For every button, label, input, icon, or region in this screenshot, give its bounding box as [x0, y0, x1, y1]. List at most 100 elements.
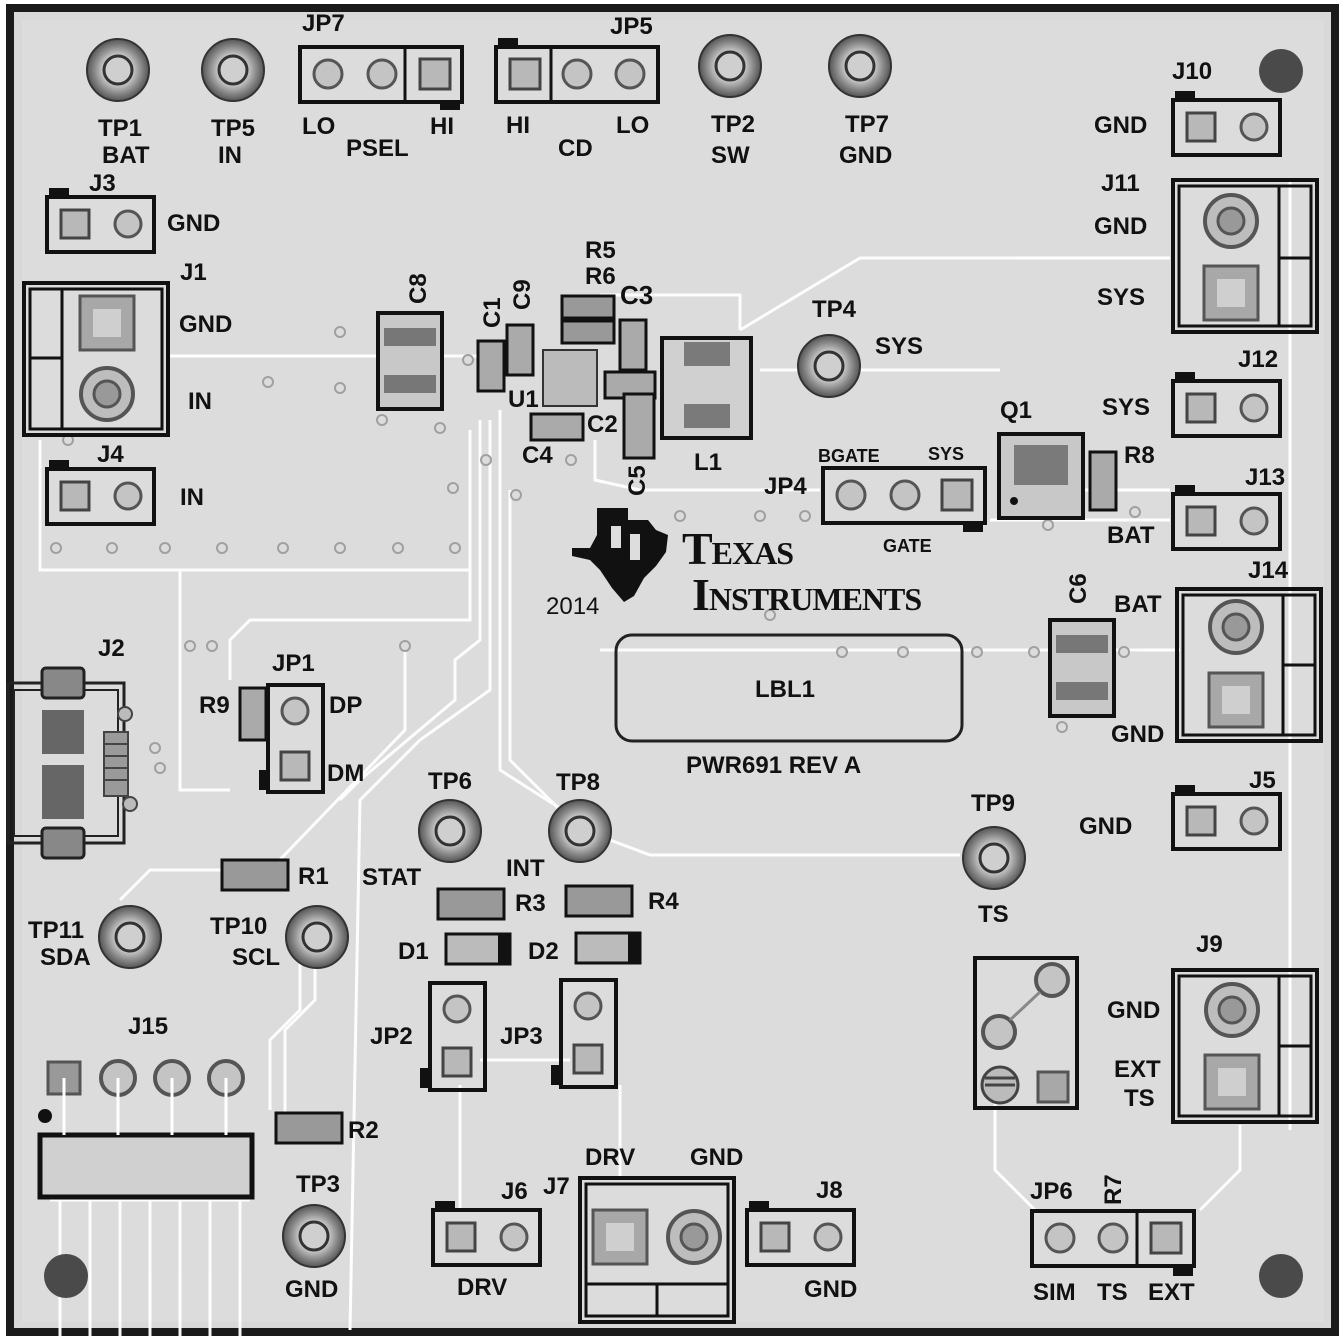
j7-drv-label: DRV [585, 1144, 635, 1171]
tp7-label: TP7 [845, 111, 889, 138]
j13-bat-label: BAT [1107, 522, 1155, 549]
j4-label: J4 [97, 441, 124, 468]
jp6-ext-label: EXT [1148, 1279, 1195, 1306]
usb-connector-j2 [6, 666, 138, 860]
jp6-sim-label: SIM [1033, 1279, 1076, 1306]
stat-label: STAT [362, 864, 421, 891]
j11-gnd-label: GND [1094, 213, 1147, 240]
trimmer-r7 [973, 956, 1079, 1110]
jp2-label: JP2 [370, 1023, 413, 1050]
tp4-label: TP4 [812, 296, 857, 323]
tp2-label: TP2 [711, 111, 755, 138]
j2-label: J2 [98, 635, 125, 662]
c6-label: C6 [1065, 573, 1092, 604]
u1-label: U1 [508, 386, 539, 413]
tp9-ts-label: TS [978, 901, 1009, 928]
tp5-label: TP5 [211, 115, 255, 142]
r5-label: R5 [585, 237, 616, 264]
board-revision: PWR691 REV A [686, 752, 861, 779]
j3-label: J3 [89, 170, 116, 197]
r3-label: R3 [515, 890, 546, 917]
j9-ts-label: TS [1124, 1085, 1155, 1112]
jp5-label: JP5 [610, 13, 653, 40]
header-j15 [37, 1059, 255, 1200]
j14-label: J14 [1248, 557, 1289, 584]
jp1-label: JP1 [272, 650, 315, 677]
j1-in-label: IN [188, 388, 212, 415]
j6-drv-label: DRV [457, 1274, 507, 1301]
tp3-label: TP3 [296, 1171, 340, 1198]
j1-gnd-label: GND [179, 311, 232, 338]
jp7-label: JP7 [302, 10, 345, 37]
jp5-lo-label: LO [616, 112, 649, 139]
jp4-bgate-label: BGATE [818, 446, 880, 466]
tp9-label: TP9 [971, 790, 1015, 817]
r7-label: R7 [1100, 1174, 1127, 1205]
jp4-gate-label: GATE [883, 536, 932, 556]
c5-label: C5 [624, 465, 651, 496]
c8-label: C8 [405, 273, 432, 304]
j13-label: J13 [1245, 464, 1285, 491]
int-label: INT [506, 855, 545, 882]
jp5-hi-label: HI [506, 112, 530, 139]
j10-gnd-label: GND [1094, 112, 1147, 139]
c1-label: C1 [479, 297, 506, 328]
c2-label: C2 [587, 411, 618, 438]
jp6-label: JP6 [1030, 1178, 1073, 1205]
ti-logo-line2: Instruments [692, 569, 921, 620]
j6-label: J6 [501, 1178, 528, 1205]
j11-label: J11 [1101, 170, 1140, 197]
jp3-label: JP3 [500, 1023, 543, 1050]
j12-sys-label: SYS [1102, 394, 1150, 421]
c9-label: C9 [509, 279, 536, 310]
r8-label: R8 [1124, 442, 1155, 469]
jp4-sys-label: SYS [928, 444, 964, 464]
jp5-cd-label: CD [558, 135, 593, 162]
j9-ext-label: EXT [1114, 1056, 1161, 1083]
mounting-holes [44, 49, 1303, 1298]
header-jp7 [298, 45, 464, 110]
jp7-lo-label: LO [302, 113, 335, 140]
d1-label: D1 [398, 938, 429, 965]
tp3-sub-label: GND [285, 1276, 338, 1303]
jp7-psel-label: PSEL [346, 135, 409, 162]
r4-label: R4 [648, 888, 679, 915]
tp5-sub-label: IN [218, 142, 242, 169]
jp1-dm-label: DM [327, 760, 364, 787]
j3-gnd-label: GND [167, 210, 220, 237]
jp1-dp-label: DP [329, 692, 362, 719]
j5-label: J5 [1249, 767, 1276, 794]
j14-gnd-label: GND [1111, 721, 1164, 748]
logo-year: 2014 [546, 593, 599, 620]
r9-label: R9 [199, 692, 230, 719]
ti-logo-line1: Texas [682, 523, 793, 574]
jp4-label: JP4 [764, 473, 807, 500]
j8-label: J8 [816, 1177, 843, 1204]
tp2-sub-label: SW [711, 142, 750, 169]
silkscreen-labels: TP1 BAT TP5 IN JP7 LO PSEL HI JP5 HI CD … [28, 10, 1289, 1306]
tp11-sub-label: SDA [40, 944, 91, 971]
tp8-label: TP8 [556, 769, 600, 796]
jp6-ts-label: TS [1097, 1279, 1128, 1306]
q1-label: Q1 [1000, 397, 1032, 424]
two-pin-headers [45, 91, 1282, 1267]
j7-gnd-label: GND [690, 1144, 743, 1171]
header-jp6 [1030, 1209, 1196, 1276]
header-jp4 [821, 466, 987, 532]
tp10-sub-label: SCL [232, 944, 280, 971]
tp1-label: TP1 [98, 115, 142, 142]
tp1-sub-label: BAT [102, 142, 150, 169]
l1-label: L1 [694, 449, 722, 476]
j1-label: J1 [180, 259, 207, 286]
d2-label: D2 [528, 938, 559, 965]
header-jp5 [494, 38, 660, 104]
j9-gnd-label: GND [1107, 997, 1160, 1024]
tp11-label: TP11 [28, 917, 84, 944]
j10-label: J10 [1172, 58, 1212, 85]
c3-label: C3 [620, 280, 653, 310]
j15-label: J15 [128, 1013, 168, 1040]
ti-logo-icon [572, 508, 668, 602]
r6-label: R6 [585, 263, 616, 290]
j9-label: J9 [1196, 931, 1223, 958]
